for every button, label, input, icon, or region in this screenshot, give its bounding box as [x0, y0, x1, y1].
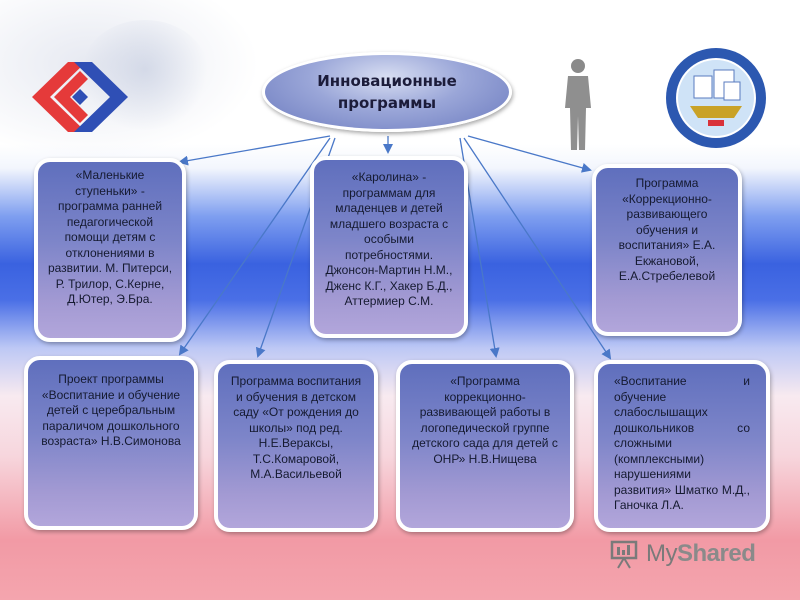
watermark-text: MyShared: [646, 540, 756, 568]
program-box-slaboslyshashchih: «Воспитание и обучение слабослышащих дош…: [594, 360, 770, 532]
watermark-my: My: [646, 540, 678, 567]
program-text: «Каролина» - программам для младенцев и …: [325, 170, 453, 308]
program-text: «Маленькие ступеньки» - программа ранней…: [47, 168, 173, 306]
program-box-cerebral-palsy: Проект программы «Воспитание и обучение …: [24, 356, 198, 530]
program-box-karolina: «Каролина» - программам для младенцев и …: [310, 156, 468, 338]
myshared-watermark: MyShared: [608, 536, 756, 572]
program-text: «Воспитание и обучение слабослышащих дош…: [614, 374, 750, 512]
program-box-malenkie-stupenki: «Маленькие ступеньки» - программа ранней…: [34, 158, 186, 342]
watermark-shared: Shared: [677, 540, 756, 567]
program-text: Программа «Коррекционно-развивающего обу…: [618, 176, 716, 283]
presentation-icon: [610, 540, 638, 569]
diagram-title: Инновационные программы: [317, 72, 457, 112]
double-arrow-logo: [32, 62, 128, 132]
program-box-ot-rozhdeniya-do-shkoly: Программа воспитания и обучения в детско…: [214, 360, 378, 532]
flag-background: [0, 0, 260, 160]
program-box-onr: «Программа коррекционно-развивающей рабо…: [396, 360, 574, 532]
title-oval: Инновационные программы: [262, 52, 512, 132]
program-text: Проект программы «Воспитание и обучение …: [41, 372, 181, 448]
person-silhouette-icon: [565, 59, 591, 150]
program-text: Программа воспитания и обучения в детско…: [230, 374, 362, 481]
program-box-korrekcionno-razvivayushchego: Программа «Коррекционно-развивающего обу…: [592, 164, 742, 336]
program-text: «Программа коррекционно-развивающей рабо…: [412, 374, 558, 466]
institute-seal: [666, 48, 766, 148]
